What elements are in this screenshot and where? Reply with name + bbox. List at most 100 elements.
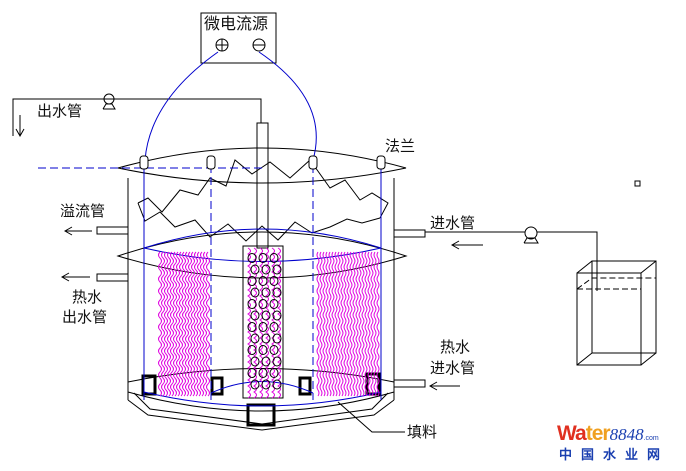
label-outlet-pipe: 出水管	[37, 102, 83, 120]
fiber-strand	[331, 251, 335, 397]
label-hot-inlet-1: 热水	[440, 338, 471, 356]
fiber-strand	[343, 251, 347, 397]
tube-hole	[272, 356, 282, 367]
tube-hole	[261, 310, 271, 321]
fiber-strand	[194, 251, 198, 397]
fiber-strand	[346, 251, 350, 397]
tube-hole	[272, 264, 282, 275]
fiber-strand	[337, 251, 341, 397]
tube-hole	[261, 356, 271, 367]
fiber-strand	[167, 251, 171, 397]
fiber-strand	[182, 251, 186, 397]
tube-hole	[247, 276, 257, 286]
power-source-box	[200, 12, 277, 64]
tube-hole	[258, 322, 268, 332]
tube-hole	[269, 299, 279, 309]
tube-hole	[250, 379, 260, 390]
fiber-strand	[358, 251, 362, 397]
tube-hole	[272, 333, 282, 344]
diaphragm-zigzag	[137, 159, 389, 219]
central-tube	[256, 122, 269, 249]
inlet-pump-icon	[524, 226, 538, 240]
tube-hole	[269, 322, 279, 332]
tube-hole	[250, 333, 260, 344]
fiber-strand	[185, 251, 189, 397]
tube-hole	[250, 310, 260, 321]
fiber-strand	[203, 251, 207, 397]
fiber-strand	[370, 251, 374, 397]
label-inlet-pipe: 进水管	[430, 214, 476, 232]
fiber-strand	[316, 251, 320, 397]
tube-hole	[261, 379, 271, 390]
fiber-strand	[191, 251, 195, 397]
tube-hole	[247, 368, 257, 378]
tube-hole	[247, 322, 257, 332]
flange-lid	[117, 147, 407, 184]
fiber-strand	[352, 251, 356, 397]
fiber-packing	[158, 247, 380, 399]
water-tank	[576, 260, 657, 366]
logo-text-a: Wa	[557, 422, 587, 445]
tube-hole	[261, 333, 271, 344]
logo-tld: .com	[643, 435, 659, 442]
tube-hole	[250, 356, 260, 367]
fiber-strand	[376, 251, 380, 397]
tube-hole	[261, 264, 271, 275]
label-hot-outlet-1: 热水	[72, 288, 103, 306]
tube-hole	[272, 379, 282, 390]
tube-hole	[250, 264, 260, 275]
tube-hole	[269, 253, 279, 263]
fiber-strand	[173, 251, 177, 397]
fiber-strand	[253, 247, 257, 399]
fiber-strand	[206, 251, 210, 397]
fiber-strand	[355, 251, 359, 397]
fiber-strand	[367, 251, 371, 397]
fiber-strand	[176, 251, 180, 397]
fiber-strand	[340, 251, 344, 397]
fiber-strand	[164, 251, 168, 397]
label-packing: 填料	[407, 423, 438, 441]
fiber-strand	[325, 251, 329, 397]
tube-hole	[258, 345, 268, 355]
fiber-strand	[334, 251, 338, 397]
tube-hole	[247, 253, 257, 263]
label-overflow-pipe: 溢流管	[60, 202, 106, 220]
tube-hole	[272, 287, 282, 298]
tube-hole	[258, 299, 268, 309]
fiber-strand	[319, 251, 323, 397]
tube-hole	[247, 345, 257, 355]
fiber-strand	[349, 251, 353, 397]
fiber-strand	[373, 251, 377, 397]
fiber-strand	[361, 251, 365, 397]
fiber-strand	[188, 251, 192, 397]
tube-hole	[247, 299, 257, 309]
tube-hole	[258, 368, 268, 378]
tube-hole	[261, 287, 271, 298]
fiber-strand	[364, 251, 368, 397]
watermark-logo: Water8848.com 中国水业网	[557, 422, 681, 468]
logo-chinese: 中国水业网	[559, 448, 670, 463]
tube-hole	[258, 253, 268, 263]
logo-number: 8848	[609, 425, 644, 444]
fiber-strand	[328, 251, 332, 397]
label-power-source: 微电流源	[204, 14, 269, 33]
label-hot-outlet-2: 出水管	[62, 308, 108, 326]
tube-hole	[272, 310, 282, 321]
tube-hole	[269, 276, 279, 286]
tube-hole	[269, 368, 279, 378]
fiber-strand	[322, 251, 326, 397]
tube-hole	[250, 287, 260, 298]
fiber-strand	[197, 251, 201, 397]
fiber-strand	[277, 247, 281, 399]
label-hot-inlet-2: 进水管	[430, 359, 476, 377]
tube-hole	[269, 345, 279, 355]
tube-holes	[247, 253, 282, 390]
tube-hole	[258, 276, 268, 286]
fiber-strand	[161, 251, 165, 397]
label-flange: 法兰	[385, 137, 416, 155]
fiber-strand	[170, 251, 174, 397]
fiber-strand	[200, 251, 204, 397]
fiber-strand	[179, 251, 183, 397]
